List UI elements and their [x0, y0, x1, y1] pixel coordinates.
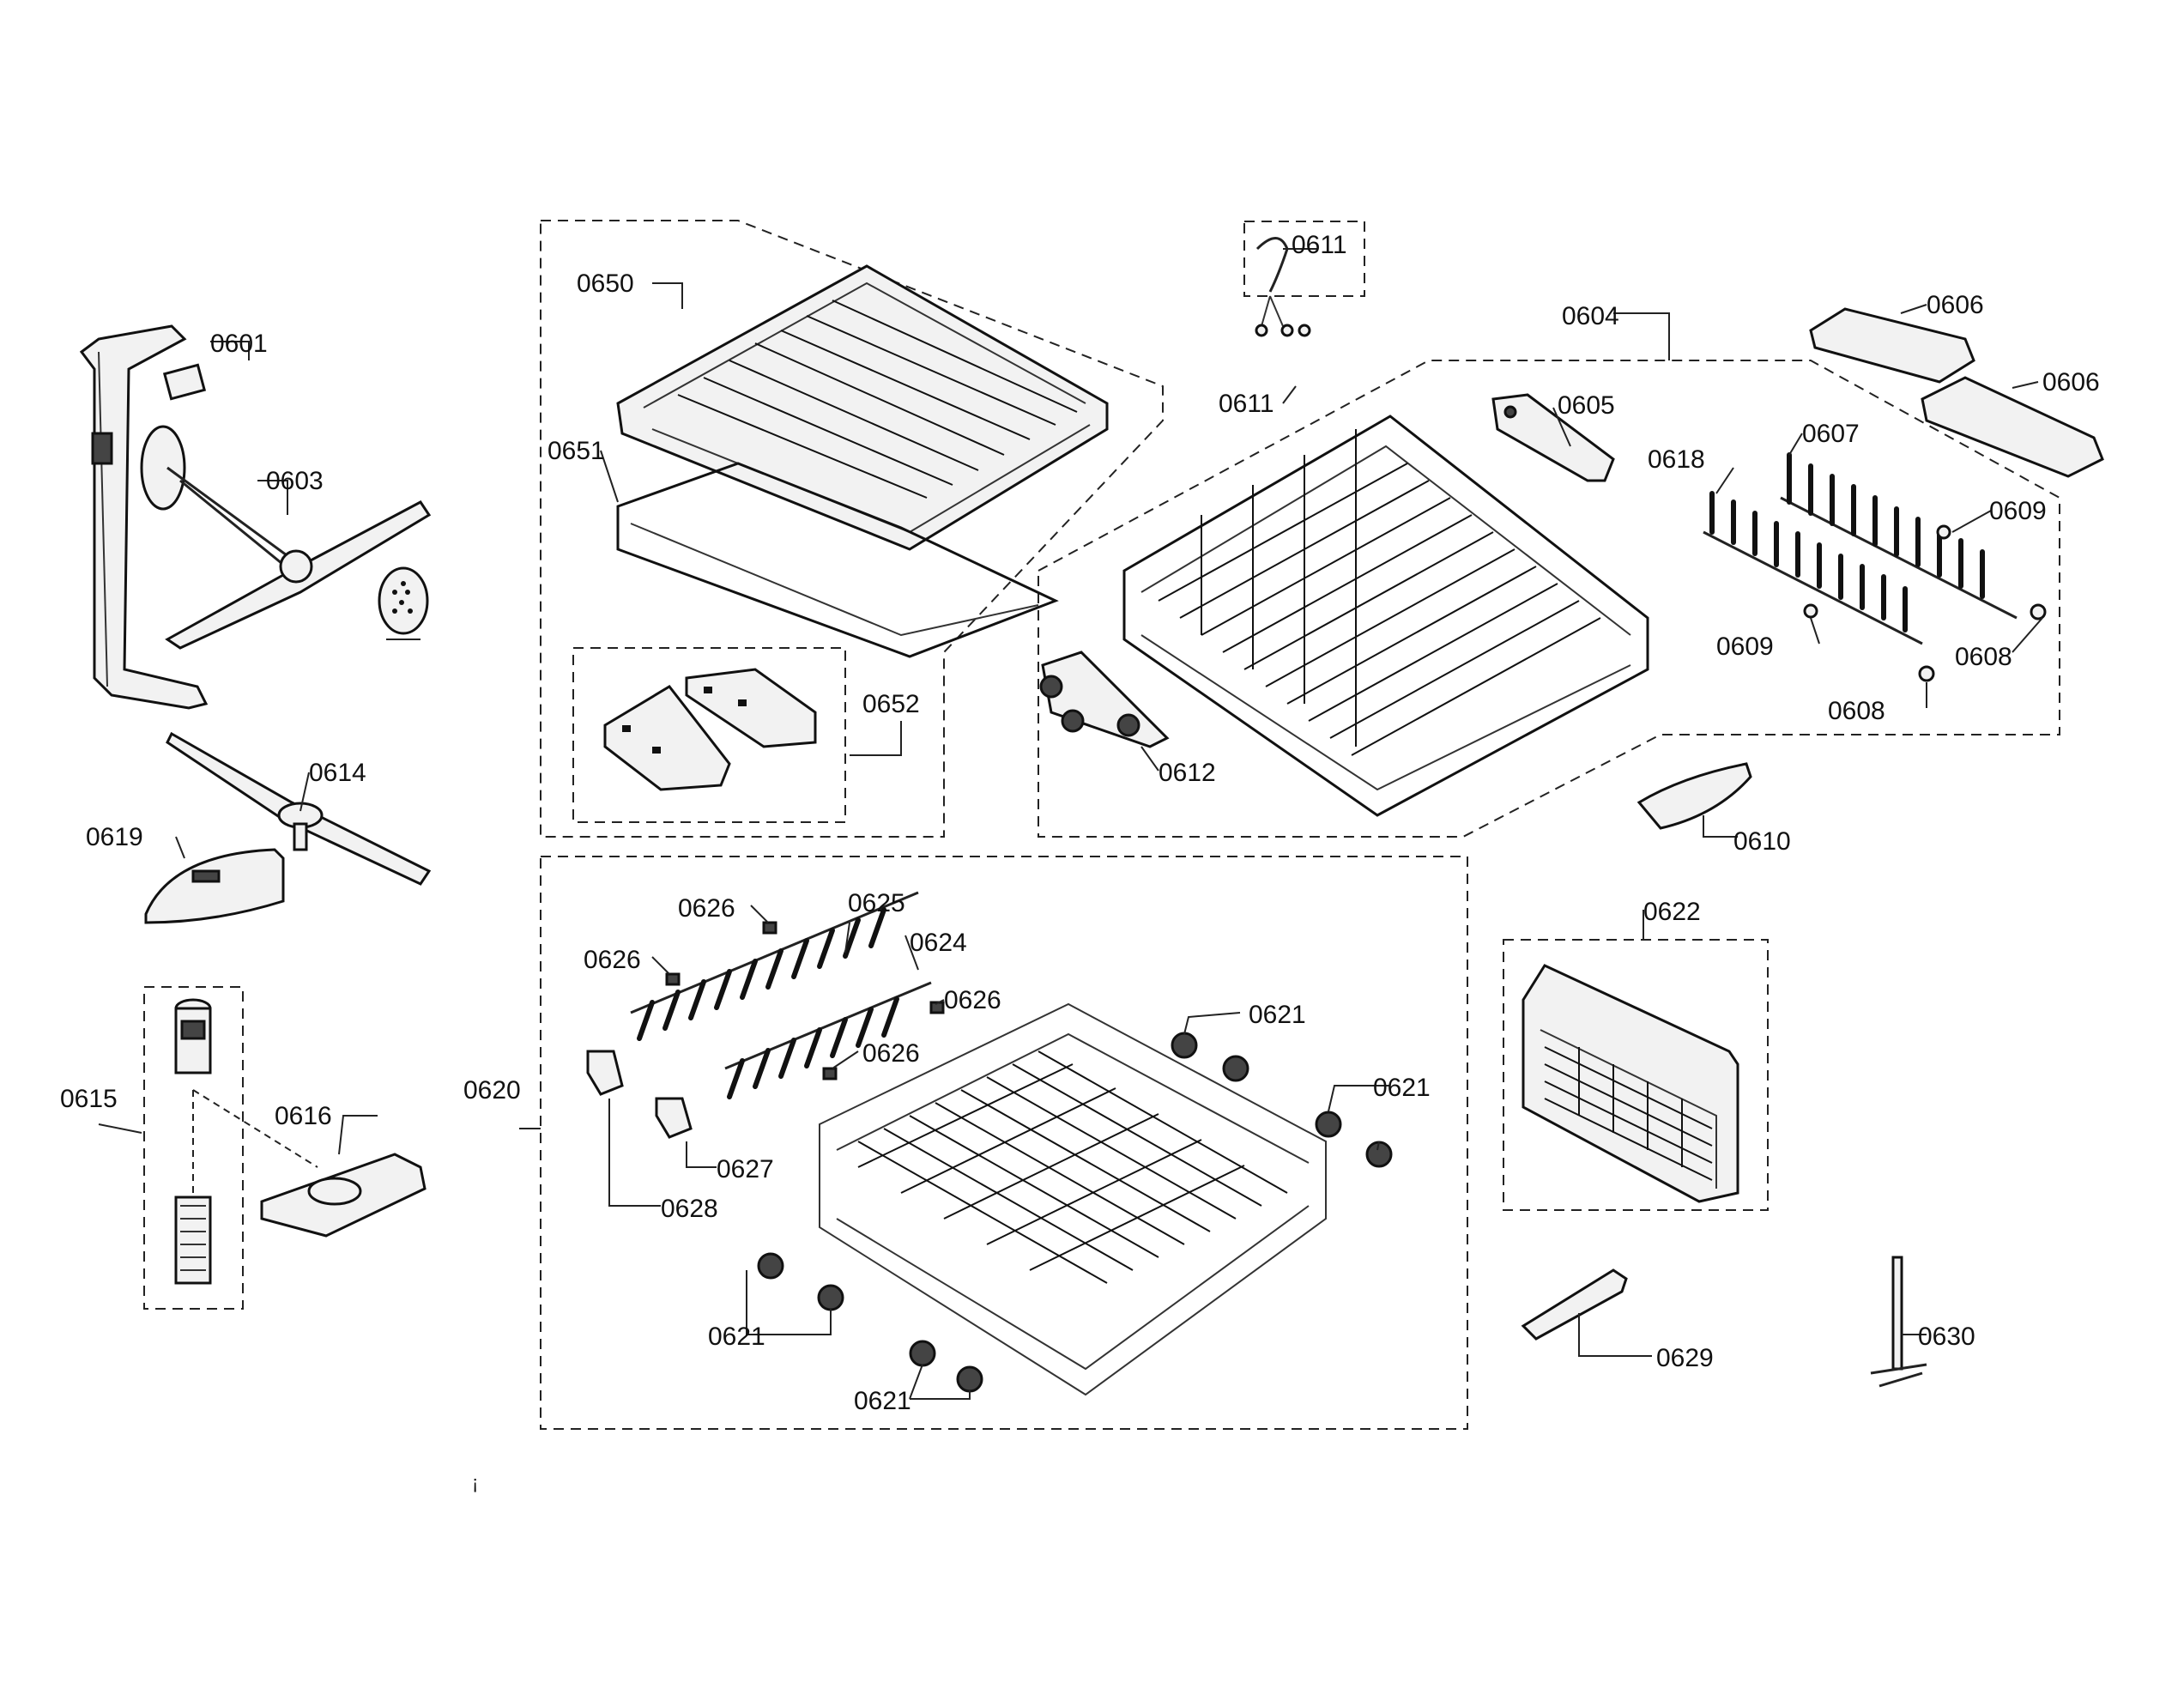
- group-box-0615: [143, 986, 244, 1310]
- tool-part: [1870, 1256, 1927, 1388]
- label-0608-right: 0608: [1955, 643, 2012, 671]
- tine-rail-part: [586, 891, 945, 1139]
- lower-rack-part: [819, 1002, 1327, 1396]
- label-0628: 0628: [661, 1195, 718, 1223]
- group-box-0650: [540, 220, 1164, 838]
- group-box-0620: [540, 856, 1468, 1430]
- label-0609-left: 0609: [1716, 633, 1774, 661]
- label-0612: 0612: [1159, 759, 1216, 787]
- label-0604: 0604: [1562, 302, 1619, 330]
- label-0618: 0618: [1648, 445, 1705, 474]
- group-box-0604: [1038, 360, 2060, 838]
- upper-spray-arm-part: [140, 425, 432, 650]
- label-0629: 0629: [1656, 1344, 1714, 1372]
- label-0624: 0624: [910, 929, 967, 957]
- label-0626-left: 0626: [584, 946, 641, 974]
- label-0608-bottom: 0608: [1828, 697, 1885, 725]
- label-0620: 0620: [463, 1076, 521, 1105]
- part-labels: 0601 0603 0614 0619 0615 0616 0650 0651 …: [60, 231, 2100, 1493]
- label-0621-top-b: 0621: [1373, 1074, 1431, 1102]
- group-box-0611: [1243, 221, 1365, 297]
- label-0610: 0610: [1733, 827, 1791, 856]
- label-0615: 0615: [60, 1085, 118, 1113]
- wheel-carrier-part: [1039, 651, 1170, 748]
- label-0650: 0650: [577, 269, 634, 298]
- upper-rack-part: [1122, 415, 1649, 817]
- label-0605: 0605: [1558, 391, 1615, 420]
- label-0625: 0625: [848, 889, 905, 917]
- label-0601: 0601: [210, 330, 268, 358]
- label-0614: 0614: [309, 759, 366, 787]
- rack-handle-part: [1636, 762, 1752, 830]
- label-0626-right: 0626: [944, 986, 1001, 1014]
- stray-mark: ¡: [472, 1472, 478, 1493]
- filter-cover-part: [144, 848, 285, 924]
- label-0607: 0607: [1802, 420, 1860, 448]
- cup-rack-part: [1809, 307, 2104, 478]
- label-0621-bottom-a: 0621: [708, 1323, 765, 1351]
- label-0609-right: 0609: [1989, 497, 2047, 525]
- label-0611-top: 0611: [1292, 231, 1347, 259]
- leader-lines: [98, 248, 2043, 1400]
- rack-bracket-part: [1491, 393, 1615, 482]
- label-0616: 0616: [275, 1102, 332, 1130]
- label-0626-mid: 0626: [862, 1039, 920, 1068]
- label-0627: 0627: [717, 1155, 774, 1183]
- cutlery-basket-part: [1522, 964, 1739, 1203]
- tine-row-part: [1703, 452, 2047, 682]
- label-0621-top-a: 0621: [1249, 1001, 1306, 1029]
- label-0606-right: 0606: [2042, 368, 2100, 396]
- label-0611-bottom: 0611: [1219, 390, 1274, 418]
- label-0603: 0603: [266, 467, 324, 495]
- supply-pipe-part: [79, 324, 209, 710]
- trim-strip-part: [1521, 1268, 1628, 1341]
- label-0630: 0630: [1918, 1323, 1975, 1351]
- group-box-0622: [1503, 939, 1769, 1211]
- rail-clips-part: [603, 668, 817, 791]
- filter-assembly-part: [174, 998, 427, 1285]
- third-rack-part: [616, 264, 1109, 658]
- group-box-0652: [572, 647, 846, 823]
- label-0652: 0652: [862, 690, 920, 718]
- label-0619: 0619: [86, 823, 143, 851]
- label-0622: 0622: [1643, 898, 1701, 926]
- label-0626-top: 0626: [678, 894, 735, 923]
- label-0621-bottom-b: 0621: [854, 1387, 911, 1415]
- rack-wheels-part: [757, 1032, 1393, 1393]
- lower-spray-arm-part: [166, 731, 432, 886]
- label-0606-left: 0606: [1927, 291, 1984, 319]
- label-0651: 0651: [548, 437, 605, 465]
